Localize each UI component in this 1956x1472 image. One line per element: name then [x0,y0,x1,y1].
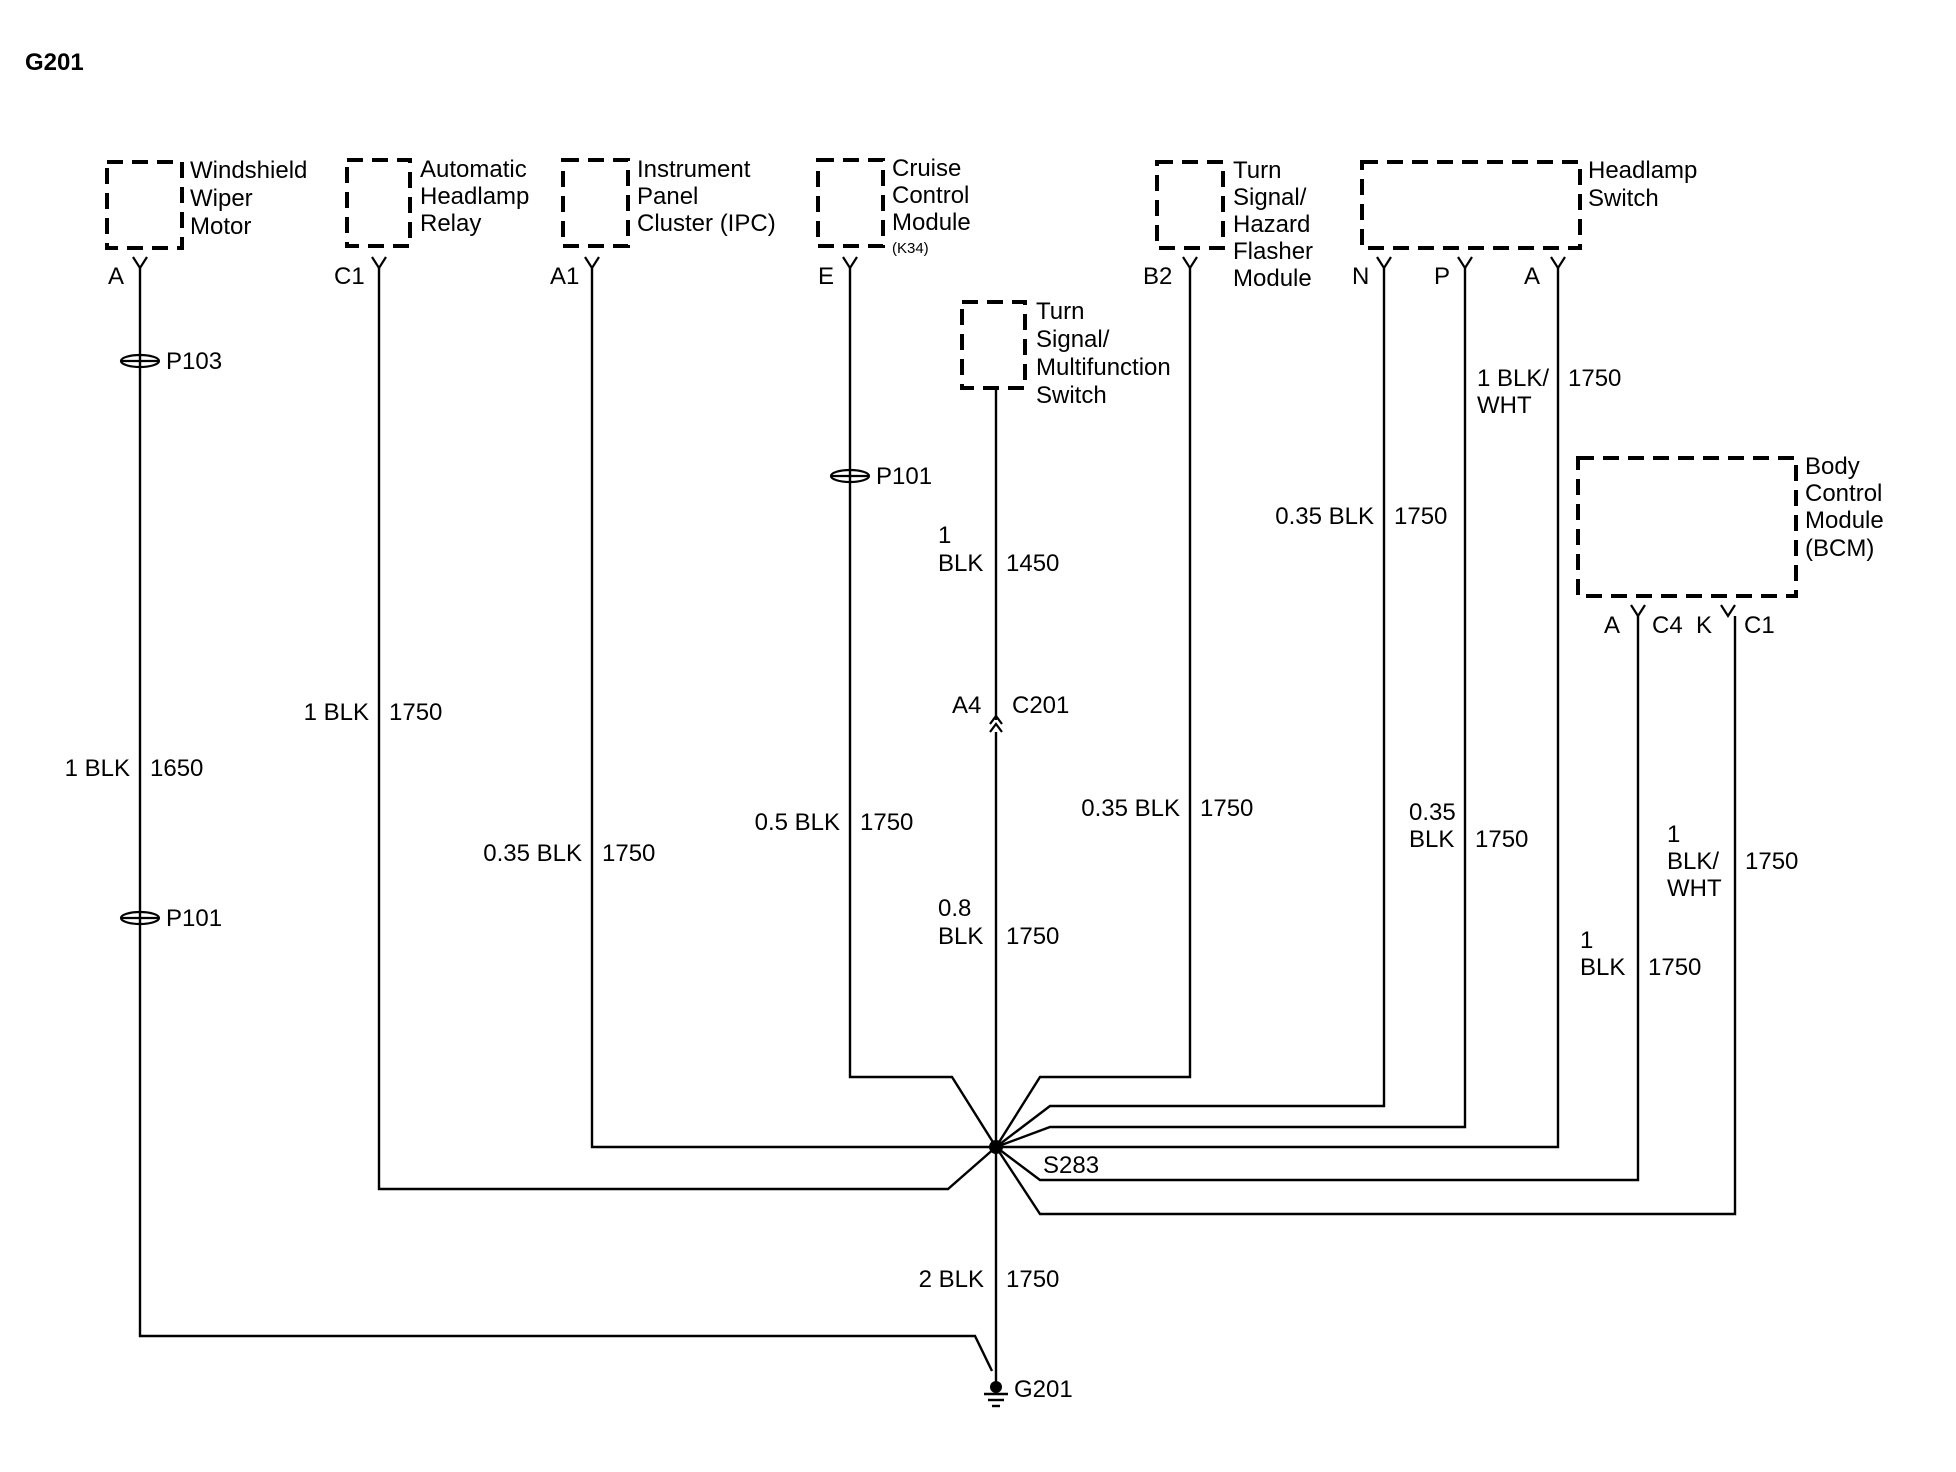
wire-flasher-color: 0.35 BLK [1081,795,1180,822]
cruise-module-code: (K34) [892,240,929,257]
inline-connector-p103: P103 [119,348,222,375]
headlamp-switch: Headlamp Switch [1360,157,1704,250]
splice-label: S283 [1043,1152,1099,1179]
cruise-control-module: Cruise Control Module (K34) [816,155,976,257]
wire-wiper-circuit: 1650 [150,755,203,782]
connector-p101-wiper-label: P101 [166,905,222,932]
wire-ground-color: 2 BLK [919,1266,984,1293]
inline-connector-p101-wiper: P101 [119,905,222,932]
wire-hs-n-circuit: 1750 [1394,503,1447,530]
connector-c201: A4 C201 [952,692,1069,733]
wire-headlamp-relay [377,268,997,1191]
wire-headlamp-switch-n [995,268,1386,1148]
wire-wiper-color: 1 BLK [65,755,130,782]
wire-cruise-color: 0.5 BLK [755,809,840,836]
wire-hs-n-color: 0.35 BLK [1275,503,1374,530]
wire-bcm-k-color-line2: WHT [1667,875,1722,902]
wire-bcm-a-size: 1 [1580,927,1593,954]
turn-signal-multifunction-switch: Turn Signal/ Multifunction Switch [960,298,1177,409]
wire-bcm-k-color-line1: BLK/ [1667,848,1719,875]
wire-labels: 1 BLK 1650 1 BLK 1750 0.35 BLK 1750 0.5 … [65,365,1799,1293]
wire-bcm-k-size: 1 [1667,821,1680,848]
wire-hs-p-size: 0.35 [1409,799,1456,826]
splice-dot [989,1140,1003,1154]
wire-bcm-a-circuit: 1750 [1648,954,1701,981]
wire-multi-lower-circuit: 1750 [1006,923,1059,950]
wire-cruise [848,268,998,1148]
instrument-panel-cluster: Instrument Panel Cluster (IPC) [561,156,776,248]
wire-multi-lower-color: BLK [938,923,983,950]
page-title: G201 [25,49,84,76]
wire-headlamp-switch-a [996,268,1560,1149]
flasher-module-label: Turn Signal/ Hazard Flasher Module [1233,157,1320,292]
wire-multi-upper-color: BLK [938,550,983,577]
ground-label: G201 [1014,1376,1073,1403]
pin-labels: A C1 A1 E B2 N P A A C4 K C1 [108,263,1775,639]
inline-connector-p101-cruise: P101 [829,463,932,490]
connector-p103-label: P103 [166,348,222,375]
pin-bcm-c4: C4 [1652,612,1683,639]
wire-multi-upper-circuit: 1450 [1006,550,1059,577]
wire-ground-circuit: 1750 [1006,1266,1059,1293]
wire-flasher [994,268,1192,1148]
automatic-headlamp-relay: Automatic Headlamp Relay [345,156,536,248]
pin-cruise-e: E [818,263,834,290]
pin-headlamp-switch-p: P [1434,263,1450,290]
headlamp-switch-label: Headlamp Switch [1588,157,1704,212]
windshield-wiper-motor: Windshield Wiper Motor [105,157,314,250]
wire-ipc-circuit: 1750 [602,840,655,867]
wire-wiper-ground [138,268,994,1372]
wire-ipc [590,268,996,1149]
body-control-module: Body Control Module (BCM) [1576,453,1890,598]
wire-relay-circuit: 1750 [389,699,442,726]
connector-p101-cruise-label: P101 [876,463,932,490]
ground-symbol: G201 [984,1376,1073,1408]
wire-hs-a-color-line2: WHT [1477,392,1532,419]
pin-wiper-a: A [108,263,124,290]
connector-c201-pin: A4 [952,692,981,719]
wiper-motor-label: Windshield Wiper Motor [190,157,314,240]
wire-cruise-circuit: 1750 [860,809,913,836]
wire-hs-p-color: BLK [1409,826,1454,853]
wire-bcm-k-circuit: 1750 [1745,848,1798,875]
pin-headlamp-switch-a: A [1524,263,1540,290]
ipc-label: Instrument Panel Cluster (IPC) [637,156,776,237]
wire-flasher-circuit: 1750 [1200,795,1253,822]
cruise-module-label: Cruise Control Module [892,155,976,236]
pin-flasher-b2: B2 [1143,263,1172,290]
pin-bcm-a: A [1604,612,1620,639]
multifunction-switch-label: Turn Signal/ Multifunction Switch [1036,298,1177,409]
pin-bcm-k: K [1696,612,1712,639]
wire-hs-a-circuit: 1750 [1568,365,1621,392]
pin-headlamp-switch-n: N [1352,263,1369,290]
pin-ipc-a1: A1 [550,263,579,290]
wire-multi-upper-size: 1 [938,522,951,549]
wire-hs-a-color-line1: 1 BLK/ [1477,365,1549,392]
bcm-label: Body Control Module (BCM) [1805,453,1890,562]
connector-c201-label: C201 [1012,692,1069,719]
wire-bcm-a-color: BLK [1580,954,1625,981]
wire-relay-color: 1 BLK [304,699,369,726]
wire-bcm-c1 [994,616,1737,1216]
wire-multi-lower-size: 0.8 [938,895,971,922]
wire-bcm-a [995,616,1640,1182]
wire-hs-p-circuit: 1750 [1475,826,1528,853]
wires [138,268,1737,1385]
turn-signal-hazard-flasher-module: Turn Signal/ Hazard Flasher Module [1155,157,1320,292]
headlamp-relay-label: Automatic Headlamp Relay [420,156,536,237]
wire-ipc-color: 0.35 BLK [483,840,582,867]
wire-headlamp-switch-p [995,268,1467,1149]
pin-relay-c1: C1 [334,263,365,290]
pin-bcm-c1: C1 [1744,612,1775,639]
pin-markers [132,256,1736,619]
